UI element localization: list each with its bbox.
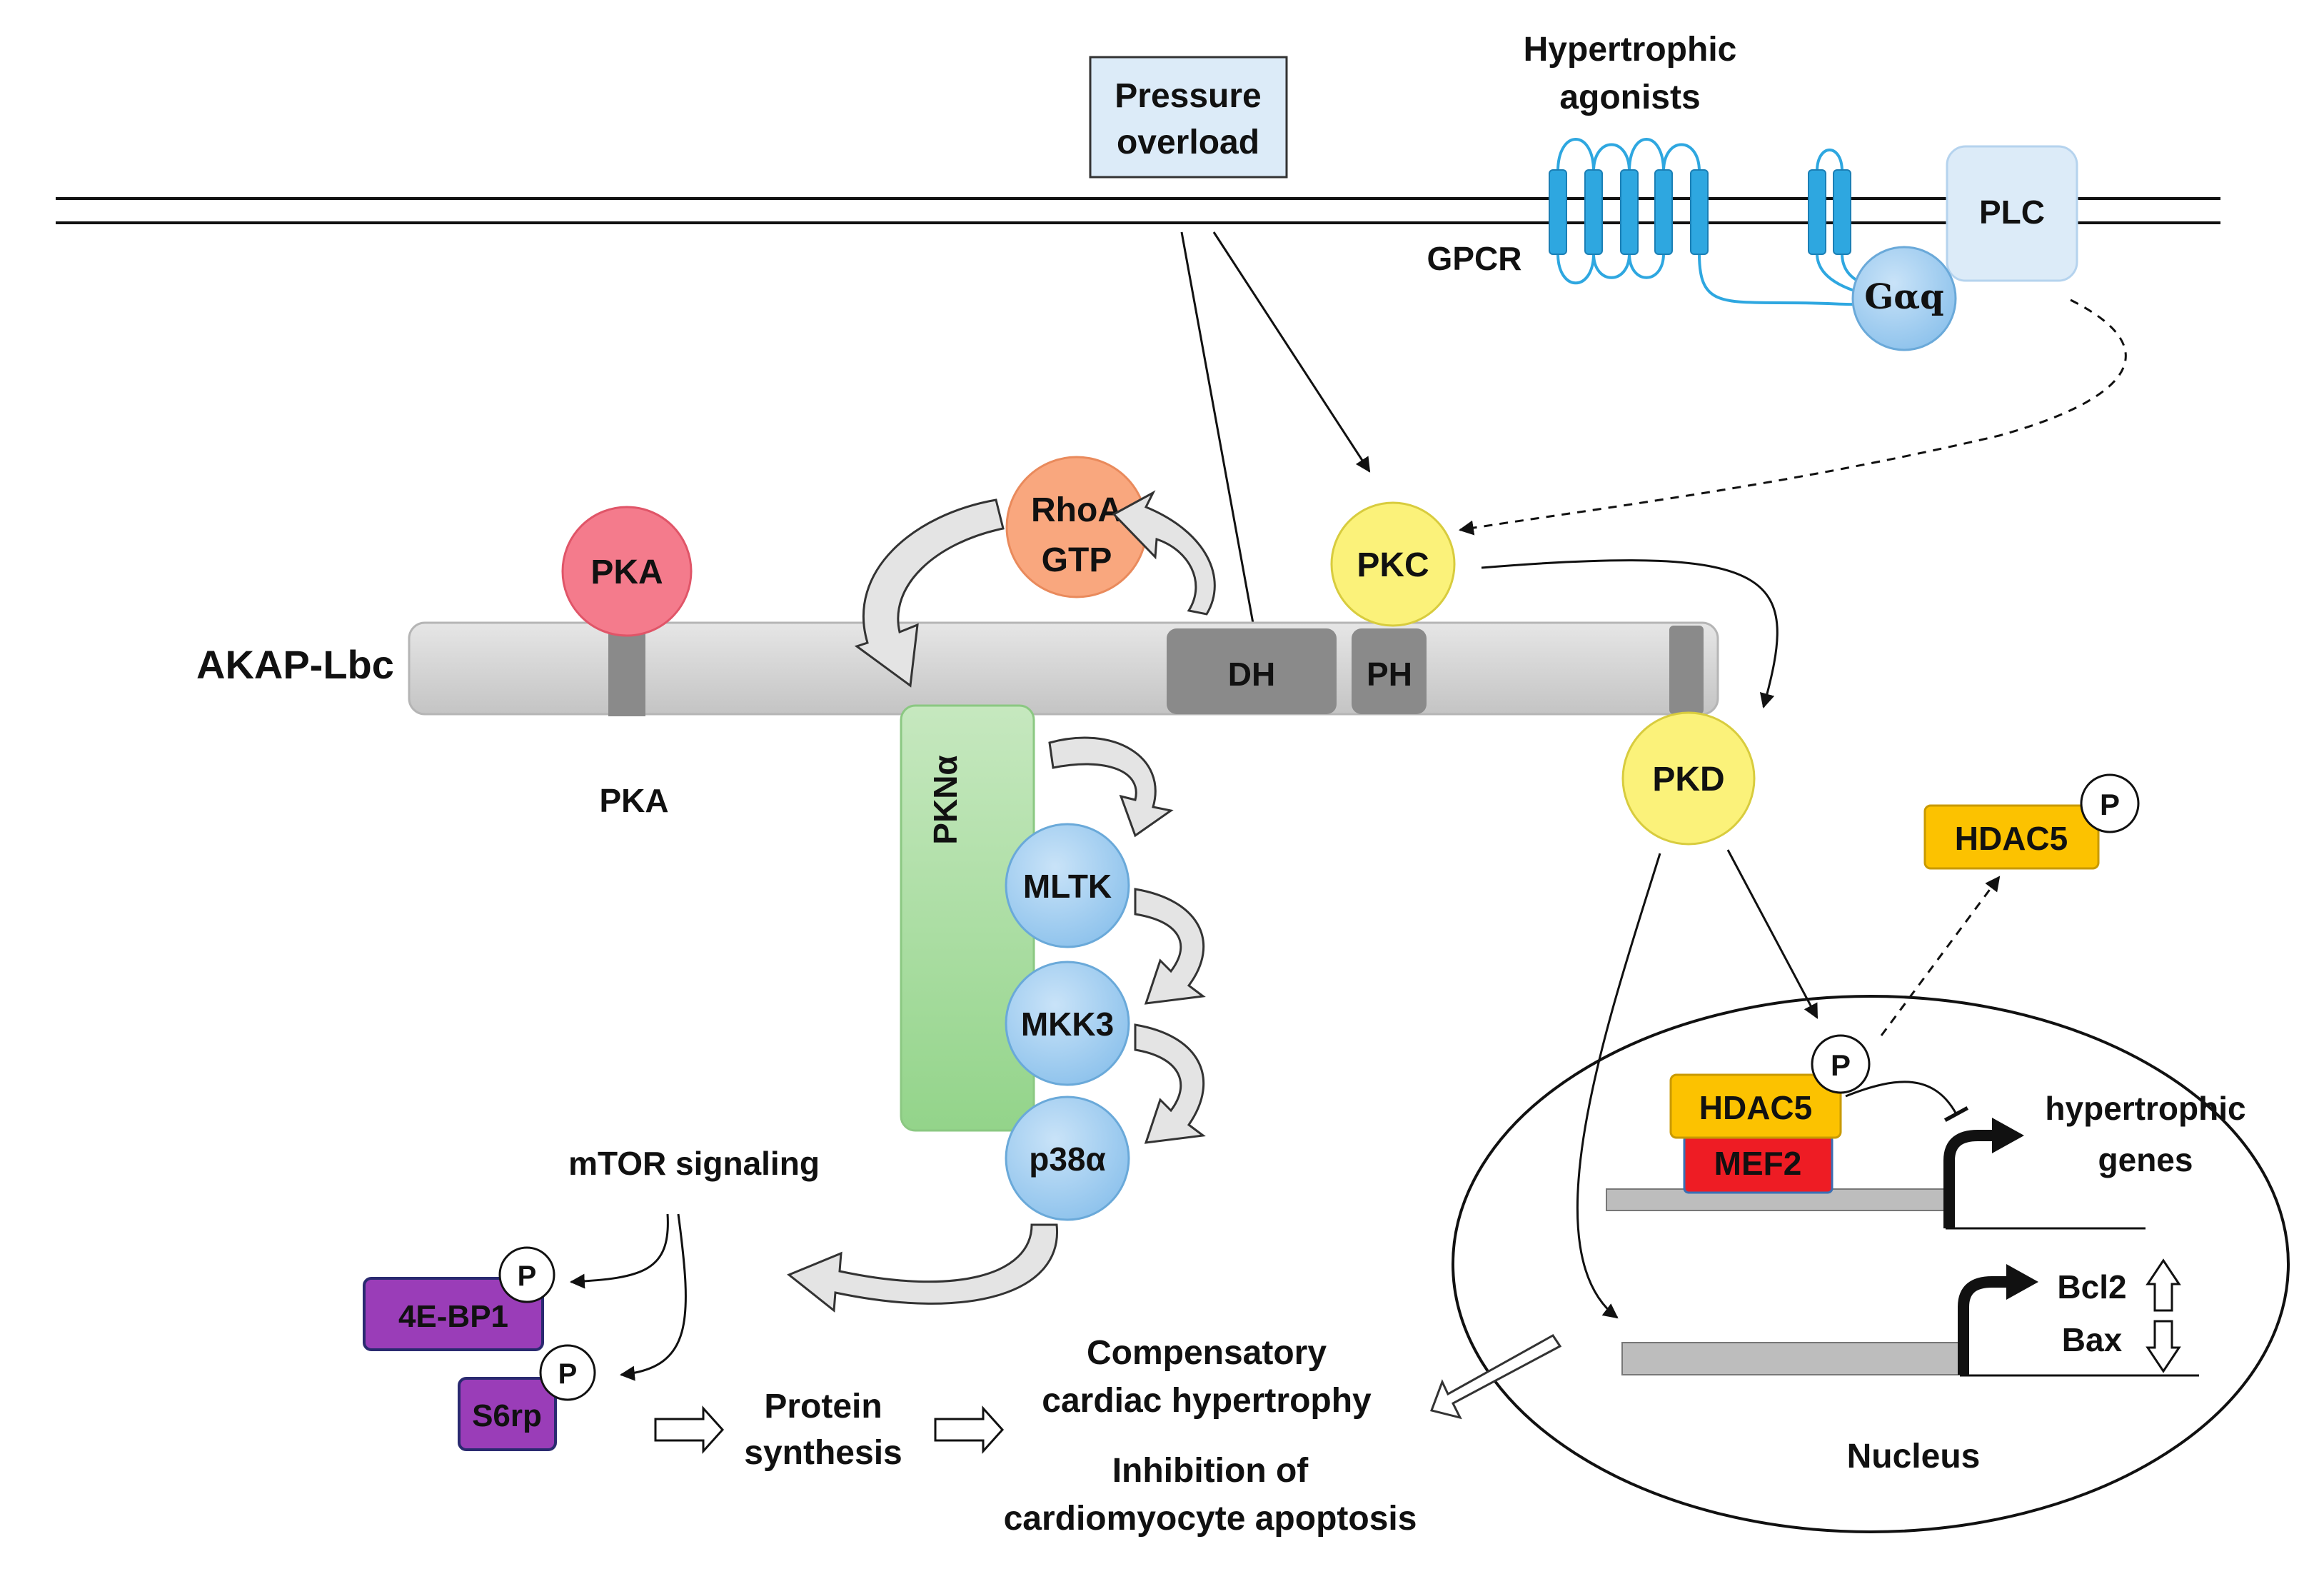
dh-label: DH bbox=[1228, 656, 1275, 693]
cell-membrane bbox=[56, 197, 2220, 224]
akap-lbc-label: AKAP-Lbc bbox=[196, 642, 394, 687]
arrow-mtor-to-s6rp bbox=[619, 1213, 687, 1381]
mltk-label: MLTK bbox=[1023, 868, 1112, 905]
gpcr-label: GPCR bbox=[1427, 240, 1522, 277]
hdac5-nuclear-box bbox=[1669, 1073, 1842, 1139]
arrow-mtor-to-4ebp1 bbox=[569, 1213, 669, 1289]
cardiomyocyte-apoptosis-label: cardiomyocyte apoptosis bbox=[1004, 1500, 1417, 1538]
s6rp-label: S6rp bbox=[472, 1398, 542, 1433]
inhibition-label: Inhibition of bbox=[1112, 1452, 1309, 1490]
hypertrophic-gene-promoter bbox=[1943, 1130, 1996, 1228]
p38a-label: p38α bbox=[1029, 1141, 1106, 1178]
pknalpha-label: PKNα bbox=[927, 755, 964, 844]
ph-label: PH bbox=[1367, 656, 1412, 693]
phospho-badge-nuclear bbox=[1811, 1034, 1871, 1094]
arrow-pkd-to-nucleus bbox=[1576, 853, 1661, 1319]
bax-label: Bax bbox=[2062, 1321, 2123, 1358]
ph-domain bbox=[1352, 628, 1427, 714]
hdac5-inhibition bbox=[1845, 1081, 1969, 1122]
arrow-hdac5-export bbox=[1880, 876, 2001, 1036]
protein-label: Protein bbox=[764, 1388, 882, 1425]
bcl2-up-arrow bbox=[2146, 1258, 2181, 1312]
svg-text:P: P bbox=[518, 1260, 537, 1292]
mtor-label: mTOR signaling bbox=[568, 1145, 820, 1182]
gtp-label: GTP bbox=[1042, 541, 1112, 579]
svg-text:P: P bbox=[2100, 788, 2120, 821]
cascade-block-arrows bbox=[787, 736, 1206, 1313]
fourebp1-node: 4E-BP1 P bbox=[363, 1246, 555, 1351]
s6rp-node: S6rp P bbox=[458, 1344, 596, 1451]
hypertrophic-genes-label-1: hypertrophic bbox=[2045, 1090, 2245, 1127]
gaq-node: Gαq bbox=[1851, 246, 1957, 351]
nucleus: Nucleus bbox=[1452, 995, 2290, 1533]
nucleus-outcome-arrow bbox=[1430, 1334, 1562, 1420]
rhoa-cycle-arrows bbox=[854, 490, 1216, 688]
pka-node: PKA bbox=[561, 506, 693, 637]
pressure-overload-label-2: overload bbox=[1117, 124, 1259, 161]
bax-down-arrow bbox=[2146, 1320, 2181, 1373]
compensatory-label: Compensatory bbox=[1087, 1334, 1327, 1372]
plc-label: PLC bbox=[1979, 194, 2045, 231]
pressure-overload-label-1: Pressure bbox=[1115, 77, 1261, 115]
fourebp1-label: 4E-BP1 bbox=[398, 1299, 508, 1334]
pressure-overload-box: Pressure overload bbox=[1089, 56, 1288, 179]
gpcr-helices bbox=[1549, 169, 1851, 255]
p38a-node: p38α bbox=[1005, 1096, 1130, 1221]
arrow-pkd-to-hdac5 bbox=[1726, 849, 1819, 1019]
synthesis-label: synthesis bbox=[744, 1434, 902, 1472]
phospho-badge bbox=[2080, 773, 2140, 833]
hdac5-mef2-complex: MEF2 HDAC5 P bbox=[1606, 1034, 1946, 1211]
gaq-label: Gαq bbox=[1864, 277, 1944, 317]
rhoa-label: RhoA bbox=[1031, 491, 1122, 529]
hdac5-cyto-label: HDAC5 bbox=[1955, 820, 2068, 857]
dh-domain bbox=[1167, 628, 1337, 714]
hdac5-cytosolic: HDAC5 P bbox=[1923, 773, 2140, 870]
mkk3-label: MKK3 bbox=[1021, 1006, 1114, 1043]
hypertrophic-agonists-label-1: Hypertrophic bbox=[1524, 31, 1737, 69]
arrow-pressure-to-pkc bbox=[1212, 231, 1371, 473]
pkc-node: PKC bbox=[1330, 501, 1456, 627]
rhoa-gtp-node: RhoA GTP bbox=[1005, 456, 1148, 598]
arrow-plc-to-pkc bbox=[1458, 299, 2127, 536]
hypertrophic-agonists-label-2: agonists bbox=[1559, 79, 1700, 116]
arrow-to-hypertrophy bbox=[934, 1405, 1005, 1454]
mef2-label: MEF2 bbox=[1714, 1145, 1802, 1182]
plc-box: PLC bbox=[1946, 145, 2078, 282]
svg-text:P: P bbox=[558, 1358, 578, 1390]
cardiac-hypertrophy-label: cardiac hypertrophy bbox=[1042, 1382, 1372, 1420]
hdac5-nuc-label: HDAC5 bbox=[1699, 1089, 1812, 1126]
arrow-pressure-to-dh bbox=[1180, 231, 1262, 645]
mltk-node: MLTK bbox=[1005, 823, 1130, 948]
bcl2-label: Bcl2 bbox=[2057, 1268, 2126, 1305]
pkd-node: PKD bbox=[1621, 711, 1756, 846]
pka-node-label: PKA bbox=[590, 553, 663, 591]
nucleus-label: Nucleus bbox=[1847, 1438, 1981, 1475]
akap-lbc-scaffold: DH PH bbox=[408, 611, 1719, 716]
pka-caption: PKA bbox=[599, 782, 668, 819]
pkd-label: PKD bbox=[1652, 761, 1724, 798]
pkc-label: PKC bbox=[1357, 546, 1429, 584]
mkk3-node: MKK3 bbox=[1005, 961, 1130, 1086]
bcl2-bax-gene: Bcl2 Bax bbox=[1621, 1258, 2199, 1377]
svg-text:P: P bbox=[1831, 1048, 1851, 1082]
arrow-pkc-to-pkd bbox=[1481, 559, 1779, 709]
pknalpha-bar: PKNα bbox=[900, 704, 1035, 1132]
hypertrophic-genes-label-2: genes bbox=[2098, 1141, 2193, 1178]
arrow-to-protein-synthesis bbox=[654, 1405, 725, 1454]
